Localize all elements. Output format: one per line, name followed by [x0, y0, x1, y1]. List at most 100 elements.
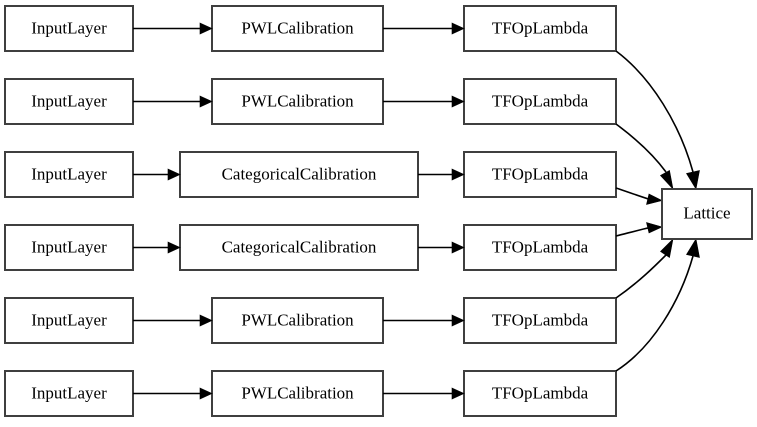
- arrowhead: [167, 168, 181, 181]
- node-tfoplambda-5[interactable]: TFOpLambda: [463, 297, 617, 344]
- arrowhead: [199, 95, 213, 108]
- node-categoricalcalibration-4[interactable]: CategoricalCalibration: [179, 224, 419, 271]
- node-box[interactable]: [463, 78, 617, 125]
- arrowhead: [451, 95, 465, 108]
- edge-line: [615, 50, 694, 173]
- graph-row-2: InputLayer PWLCalibration TFOpLambda: [4, 78, 674, 190]
- arrowhead: [686, 238, 700, 258]
- edge-input-to-calibration-1: [133, 22, 213, 35]
- node-tfoplambda-6[interactable]: TFOpLambda: [463, 370, 617, 417]
- edge-input-to-calibration-4: [133, 241, 181, 254]
- node-box[interactable]: [211, 370, 384, 417]
- node-pwlcalibration-5[interactable]: PWLCalibration: [211, 297, 384, 344]
- node-box[interactable]: [463, 5, 617, 52]
- node-lattice[interactable]: Lattice: [661, 188, 753, 240]
- node-label: TFOpLambda: [492, 237, 589, 256]
- node-categoricalcalibration-3[interactable]: CategoricalCalibration: [179, 151, 419, 198]
- node-label: Lattice: [683, 203, 730, 222]
- node-label: InputLayer: [31, 383, 107, 402]
- edge-line: [615, 255, 694, 372]
- edge-input-to-calibration-3: [133, 168, 181, 181]
- node-box[interactable]: [179, 151, 419, 198]
- node-label: TFOpLambda: [492, 310, 589, 329]
- node-inputlayer-6[interactable]: InputLayer: [4, 370, 134, 417]
- graph-row-5: InputLayer PWLCalibration TFOpLambda: [4, 238, 674, 344]
- node-label: CategoricalCalibration: [222, 164, 377, 183]
- node-label: InputLayer: [31, 310, 107, 329]
- graph-row-6: InputLayer PWLCalibration TFOpLambda: [4, 238, 700, 417]
- edge-line: [615, 187, 651, 201]
- node-box[interactable]: [4, 5, 134, 52]
- node-tfoplambda-1[interactable]: TFOpLambda: [463, 5, 617, 52]
- node-inputlayer-2[interactable]: InputLayer: [4, 78, 134, 125]
- node-label: TFOpLambda: [492, 383, 589, 402]
- node-box[interactable]: [211, 5, 384, 52]
- node-box[interactable]: [4, 297, 134, 344]
- node-label: PWLCalibration: [241, 383, 354, 402]
- edge-lambda-to-lattice-5: [615, 238, 674, 299]
- node-box[interactable]: [463, 297, 617, 344]
- edge-input-to-calibration-6: [133, 387, 213, 400]
- arrowhead: [199, 387, 213, 400]
- arrowhead: [660, 238, 674, 259]
- node-inputlayer-1[interactable]: InputLayer: [4, 5, 134, 52]
- arrowhead: [451, 168, 465, 181]
- node-box[interactable]: [463, 224, 617, 271]
- edge-lambda-to-lattice-1: [615, 50, 700, 190]
- node-label: TFOpLambda: [492, 164, 589, 183]
- node-label: TFOpLambda: [492, 18, 589, 37]
- edge-calibration-to-lambda-1: [383, 22, 465, 35]
- node-inputlayer-4[interactable]: InputLayer: [4, 224, 134, 271]
- node-box[interactable]: [661, 188, 753, 240]
- edge-input-to-calibration-5: [133, 314, 213, 327]
- edge-line: [615, 226, 651, 237]
- node-box[interactable]: [463, 370, 617, 417]
- arrowhead: [646, 222, 663, 234]
- edge-lambda-to-lattice-2: [615, 123, 674, 190]
- edge-line: [615, 123, 667, 173]
- edge-calibration-to-lambda-6: [383, 387, 465, 400]
- arrowhead: [646, 193, 663, 205]
- node-label: PWLCalibration: [241, 91, 354, 110]
- arrowhead: [451, 387, 465, 400]
- node-box[interactable]: [4, 78, 134, 125]
- node-pwlcalibration-1[interactable]: PWLCalibration: [211, 5, 384, 52]
- node-label: PWLCalibration: [241, 310, 354, 329]
- edge-calibration-to-lambda-5: [383, 314, 465, 327]
- arrowhead: [451, 22, 465, 35]
- arrowhead: [451, 241, 465, 254]
- edge-calibration-to-lambda-4: [418, 241, 465, 254]
- node-box[interactable]: [211, 297, 384, 344]
- node-inputlayer-3[interactable]: InputLayer: [4, 151, 134, 198]
- edge-lambda-to-lattice-4: [615, 222, 663, 237]
- arrowhead: [199, 314, 213, 327]
- arrowhead: [199, 22, 213, 35]
- node-pwlcalibration-6[interactable]: PWLCalibration: [211, 370, 384, 417]
- node-pwlcalibration-2[interactable]: PWLCalibration: [211, 78, 384, 125]
- node-box[interactable]: [4, 370, 134, 417]
- edge-calibration-to-lambda-3: [418, 168, 465, 181]
- graph-row-3: InputLayer CategoricalCalibration TFOpLa…: [4, 151, 663, 205]
- arrowhead: [660, 170, 674, 190]
- node-inputlayer-5[interactable]: InputLayer: [4, 297, 134, 344]
- arrowhead: [167, 241, 181, 254]
- node-tfoplambda-3[interactable]: TFOpLambda: [463, 151, 617, 198]
- edge-lambda-to-lattice-6: [615, 238, 700, 372]
- arrowhead: [451, 314, 465, 327]
- edge-input-to-calibration-2: [133, 95, 213, 108]
- node-label: InputLayer: [31, 164, 107, 183]
- node-box[interactable]: [4, 224, 134, 271]
- edge-calibration-to-lambda-2: [383, 95, 465, 108]
- node-label: InputLayer: [31, 91, 107, 110]
- node-label: CategoricalCalibration: [222, 237, 377, 256]
- graph-row-1: InputLayer PWLCalibration TFOpLambda: [4, 5, 700, 190]
- arrowhead: [686, 170, 700, 190]
- graph-row-4: InputLayer CategoricalCalibration TFOpLa…: [4, 222, 663, 271]
- node-tfoplambda-2[interactable]: TFOpLambda: [463, 78, 617, 125]
- node-box[interactable]: [463, 151, 617, 198]
- node-label: TFOpLambda: [492, 91, 589, 110]
- edge-lambda-to-lattice-3: [615, 187, 663, 205]
- node-tfoplambda-4[interactable]: TFOpLambda: [463, 224, 617, 271]
